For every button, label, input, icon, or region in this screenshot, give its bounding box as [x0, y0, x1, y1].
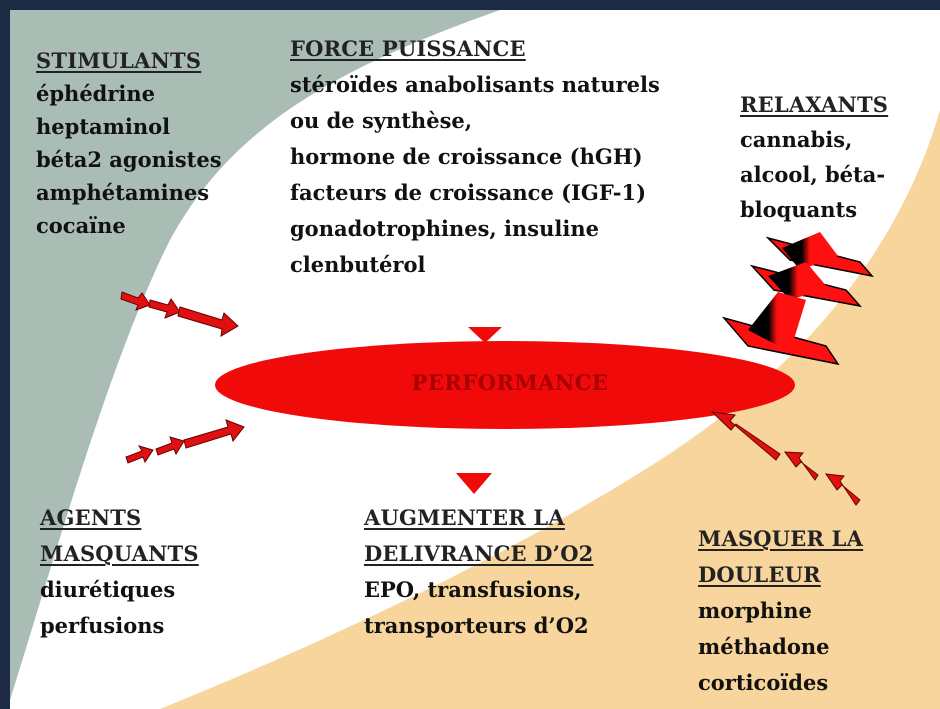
performance-label: PERFORMANCE: [411, 370, 609, 395]
arrow-icon: [125, 445, 154, 464]
top-hat-icon: [765, 232, 874, 278]
stimulants-item: béta2 agonistes: [36, 147, 222, 172]
top-hat-icon: [721, 292, 840, 366]
o2-title-line: AUGMENTER LA: [364, 505, 565, 530]
force-item: ou de synthèse,: [290, 108, 473, 133]
o2-block: AUGMENTER LA DELIVRANCE D’O2 EPO, transf…: [364, 500, 594, 644]
relaxants-item: cannabis,: [740, 127, 853, 152]
force-title: FORCE PUISSANCE: [290, 36, 526, 61]
relaxants-block: RELAXANTS cannabis, alcool, béta- bloqua…: [740, 87, 888, 227]
force-item: facteurs de croissance (IGF-1): [290, 180, 647, 205]
masquants-item: diurétiques: [40, 577, 176, 602]
top-hats: [721, 232, 874, 366]
arrow-icon: [783, 451, 819, 481]
douleur-title-line: DOULEUR: [698, 562, 821, 587]
stimulants-title: STIMULANTS: [36, 48, 202, 73]
douleur-item: corticoïdes: [698, 670, 829, 695]
triangle-down-icon: [456, 473, 492, 494]
relaxants-item: bloquants: [740, 197, 858, 222]
force-item: hormone de croissance (hGH): [290, 144, 643, 169]
douleur-block: MASQUER LA DOULEUR morphine méthadone co…: [698, 521, 863, 701]
arrows-stimulants: [120, 291, 239, 337]
arrow-icon: [120, 291, 151, 311]
masquants-title-line: MASQUANTS: [40, 541, 199, 566]
stimulants-block: STIMULANTS éphédrine heptaminol béta2 ag…: [36, 44, 222, 242]
masquants-block: AGENTS MASQUANTS diurétiques perfusions: [40, 500, 199, 644]
force-block: FORCE PUISSANCE stéroïdes anabolisants n…: [290, 31, 660, 283]
top-hat-icon: [749, 262, 862, 308]
arrow-icon: [155, 436, 185, 456]
douleur-item: morphine: [698, 598, 812, 623]
masquants-title-line: AGENTS: [40, 505, 142, 530]
arrows-masquants: [125, 419, 245, 464]
arrow-icon: [710, 411, 781, 461]
peach-region: [160, 110, 940, 709]
arrows-douleur: [710, 411, 861, 506]
teal-region: [10, 10, 500, 700]
arrow-icon: [824, 473, 861, 506]
performance-ellipse: [215, 341, 795, 429]
o2-item: EPO, transfusions,: [364, 577, 582, 602]
arrow-icon: [177, 306, 239, 337]
triangle-down-icon: [468, 327, 502, 343]
stimulants-item: amphétamines: [36, 180, 210, 205]
relaxants-item: alcool, béta-: [740, 162, 886, 187]
stimulants-item: heptaminol: [36, 114, 171, 139]
o2-item: transporteurs d’O2: [364, 613, 589, 638]
o2-title-line: DELIVRANCE D’O2: [364, 541, 594, 566]
stimulants-item: éphédrine: [36, 81, 156, 106]
arrow-icon: [183, 419, 245, 449]
stimulants-item: cocaïne: [36, 213, 126, 238]
force-item: gonadotrophines, insuline: [290, 216, 599, 241]
douleur-title-line: MASQUER LA: [698, 526, 864, 551]
force-item: clenbutérol: [290, 252, 426, 277]
force-item: stéroïdes anabolisants naturels: [290, 72, 660, 97]
masquants-item: perfusions: [40, 613, 165, 638]
douleur-item: méthadone: [698, 634, 830, 659]
arrow-icon: [148, 298, 181, 319]
relaxants-title: RELAXANTS: [740, 92, 889, 117]
